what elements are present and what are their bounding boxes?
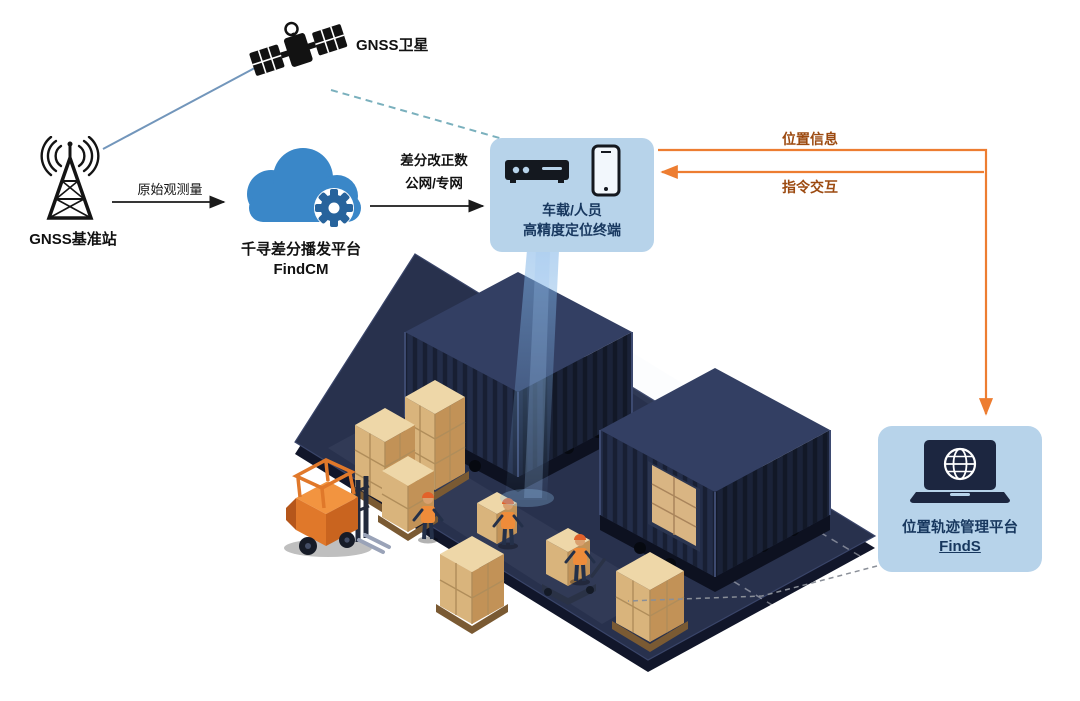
terminal-label-line2: 高精度定位终端 bbox=[523, 222, 621, 238]
shipping-container-icon bbox=[599, 368, 831, 592]
terminal-label-line1: 车载/人员 bbox=[542, 202, 602, 218]
management-product-label: FindS bbox=[939, 538, 981, 555]
base-station-label: GNSS基准站 bbox=[29, 231, 117, 248]
cloud-gear-icon bbox=[247, 148, 361, 228]
warehouse-scene bbox=[284, 253, 877, 672]
laptop-globe-icon bbox=[910, 440, 1010, 503]
radio-tower-icon bbox=[40, 136, 100, 220]
smartphone-icon bbox=[591, 144, 621, 197]
management-platform-label: 位置轨迹管理平台 bbox=[902, 520, 1018, 536]
edge-label-position-info: 位置信息 bbox=[782, 131, 838, 147]
edge-label-correction-2: 公网/专网 bbox=[405, 176, 463, 191]
link-satellite-to-terminal bbox=[330, 89, 511, 142]
terminal-panel: 车载/人员 高精度定位终端 bbox=[490, 138, 654, 252]
edge-label-correction-1: 差分改正数 bbox=[400, 153, 468, 168]
link-base-to-satellite bbox=[102, 61, 267, 150]
pallet-boxes-icon bbox=[436, 536, 508, 634]
cloud-platform-label: 千寻差分播发平台 bbox=[240, 241, 361, 258]
receiver-icon bbox=[505, 160, 569, 183]
management-platform-panel: 位置轨迹管理平台 FindS bbox=[878, 426, 1042, 572]
gear-icon bbox=[314, 188, 354, 228]
edge-label-command-interaction: 指令交互 bbox=[782, 179, 838, 195]
satellite-label: GNSS卫星 bbox=[356, 37, 429, 54]
edge-label-raw-observation: 原始观测量 bbox=[137, 182, 203, 197]
cloud-product-label: FindCM bbox=[273, 261, 329, 278]
satellite-icon bbox=[249, 21, 348, 76]
forklift-icon bbox=[284, 458, 391, 557]
